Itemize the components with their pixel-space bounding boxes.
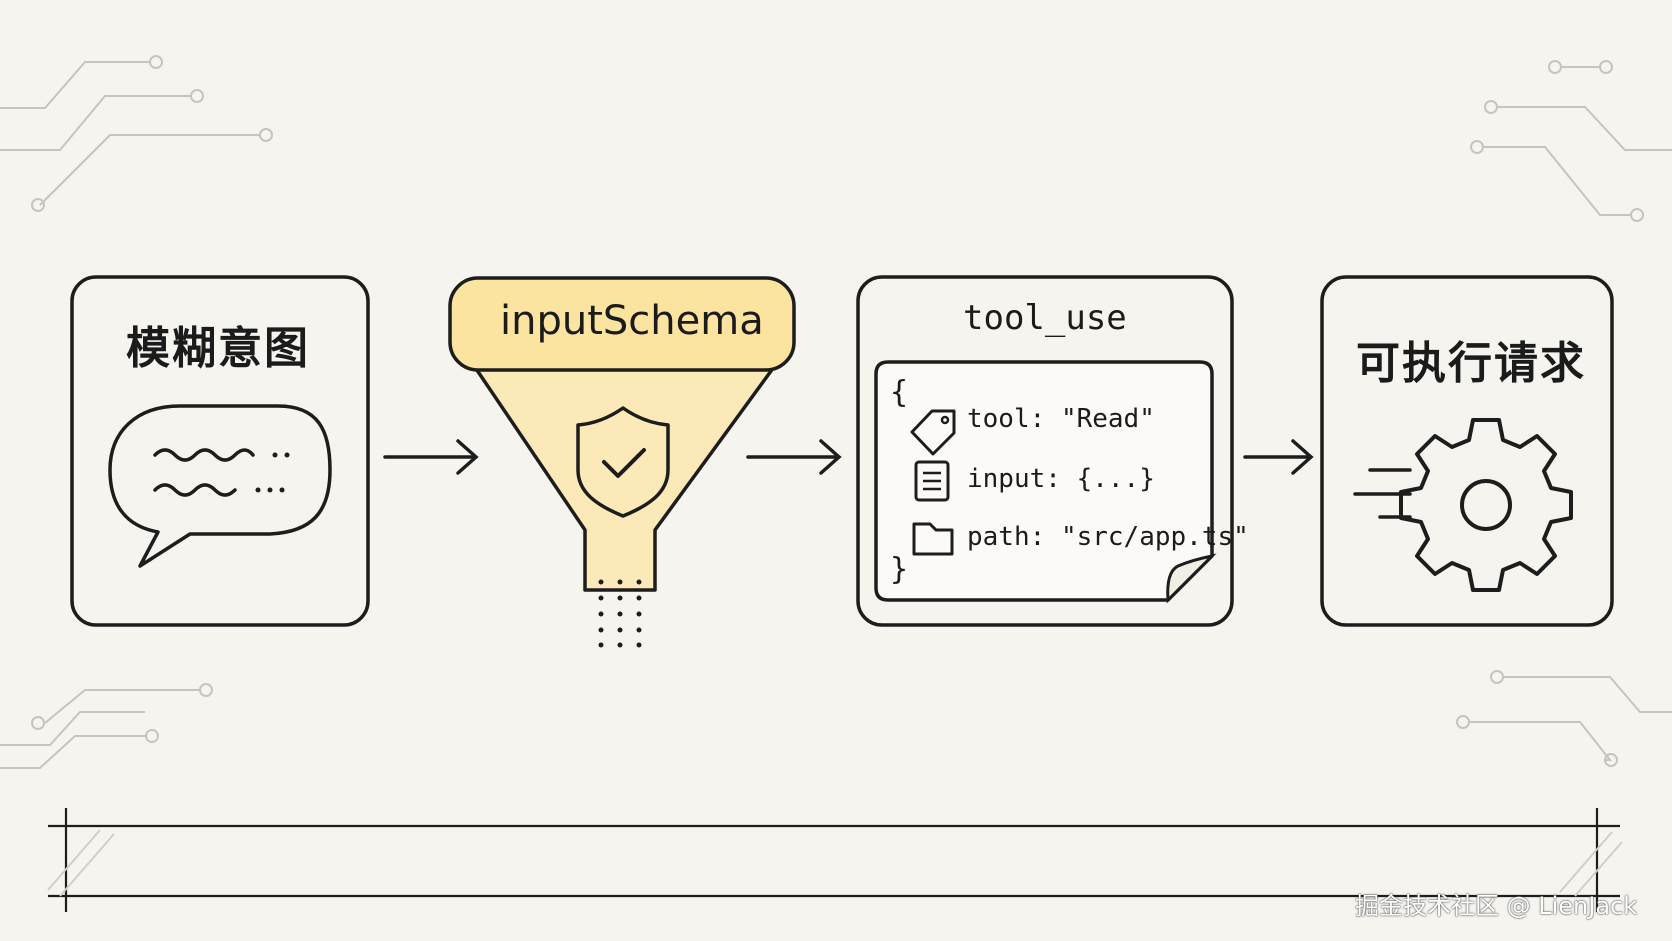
code-value-input: {...} <box>1076 464 1155 494</box>
code-key-path: path: <box>967 522 1046 552</box>
squiggle-line-2 <box>153 483 237 497</box>
circuit-decoration-bottom-right <box>1456 670 1672 767</box>
open-brace: { <box>890 375 909 410</box>
step1-title: 模糊意图 <box>126 323 310 374</box>
speech-bubble-icon <box>108 404 332 568</box>
step3-box <box>856 275 1234 627</box>
close-brace: } <box>890 552 909 587</box>
page-curl <box>1166 553 1217 604</box>
step2-title: inputSchema <box>500 298 764 344</box>
arrow-1 <box>383 439 479 475</box>
shield-icon <box>576 406 670 518</box>
funnel-rim <box>448 276 796 372</box>
document-icon <box>914 460 950 502</box>
step4-box <box>1320 275 1614 627</box>
tag-icon <box>910 409 956 456</box>
bottom-frame <box>48 808 1620 912</box>
code-line-2: input: {...} <box>967 464 1155 494</box>
code-sheet <box>874 360 1214 602</box>
watermark: 掘金技术社区 @ LienJack <box>1355 892 1638 920</box>
step4-title: 可执行请求 <box>1356 338 1586 389</box>
circuit-decoration-bottom-left <box>0 683 213 769</box>
bottom-frame-hatching <box>47 829 1623 897</box>
code-line-3: path: "src/app.ts" <box>967 522 1249 552</box>
gear-icon <box>1399 418 1573 592</box>
step1-box <box>70 275 370 627</box>
code-line-1: tool: "Read" <box>967 404 1155 434</box>
check-icon <box>602 448 646 478</box>
squiggle-line-1 <box>153 448 255 462</box>
code-value-tool: "Read" <box>1060 404 1155 434</box>
circuit-decoration-top-right <box>1470 60 1672 222</box>
arrow-3 <box>1243 439 1314 475</box>
step3-title: tool_use <box>963 298 1127 338</box>
funnel-output-dots <box>598 579 642 648</box>
arrow-2 <box>746 439 842 475</box>
folder-icon <box>912 522 954 556</box>
code-key-tool: tool: <box>967 404 1046 434</box>
code-key-input: input: <box>967 464 1061 494</box>
code-value-path: "src/app.ts" <box>1060 522 1249 552</box>
circuit-decoration-top-left <box>0 55 273 212</box>
